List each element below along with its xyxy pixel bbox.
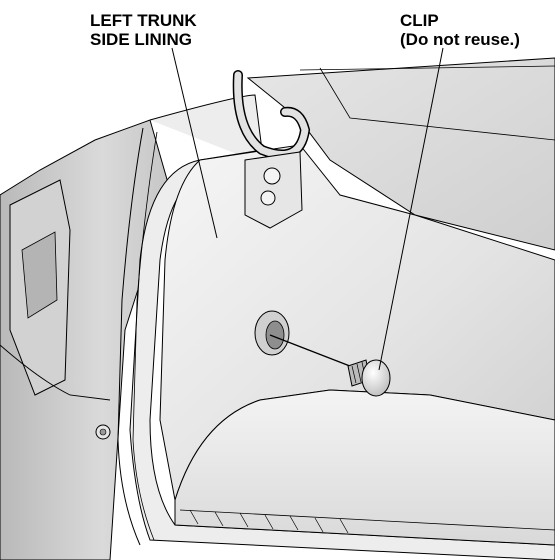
hinge-bolt <box>263 167 281 185</box>
bumper-edge <box>0 344 111 401</box>
tail-light-recess <box>21 231 58 319</box>
trunk-lining-label: LEFT TRUNK SIDE LINING <box>90 11 197 49</box>
trunk-lid-inner-edge <box>299 65 555 71</box>
clip-label-line1: CLIP <box>400 11 439 30</box>
body-bolt-center <box>99 428 107 436</box>
weatherstrip-line <box>132 131 158 541</box>
trunk-lining-label-line1: LEFT TRUNK <box>90 11 197 30</box>
hinge-bracket <box>244 151 303 229</box>
sill-plate <box>179 509 555 531</box>
clip-label: CLIP (Do not reuse.) <box>400 11 520 49</box>
trunk-opening-frame <box>129 94 555 560</box>
clip-head <box>361 359 391 397</box>
clip-mounting-hole-inner <box>265 320 285 350</box>
trunk-lining-label-line2: SIDE LINING <box>90 30 193 49</box>
trunk-lid-inner-edge <box>319 67 555 141</box>
clip-label-line2: (Do not reuse.) <box>400 30 520 49</box>
hinge-bolt <box>260 190 276 206</box>
leader-line-trunk-lining <box>171 47 218 239</box>
trunk-floor <box>174 389 555 546</box>
leader-line-clip <box>378 47 444 371</box>
sill-ribs <box>189 509 349 534</box>
installation-line <box>269 334 356 369</box>
weatherstrip-line <box>117 127 144 546</box>
